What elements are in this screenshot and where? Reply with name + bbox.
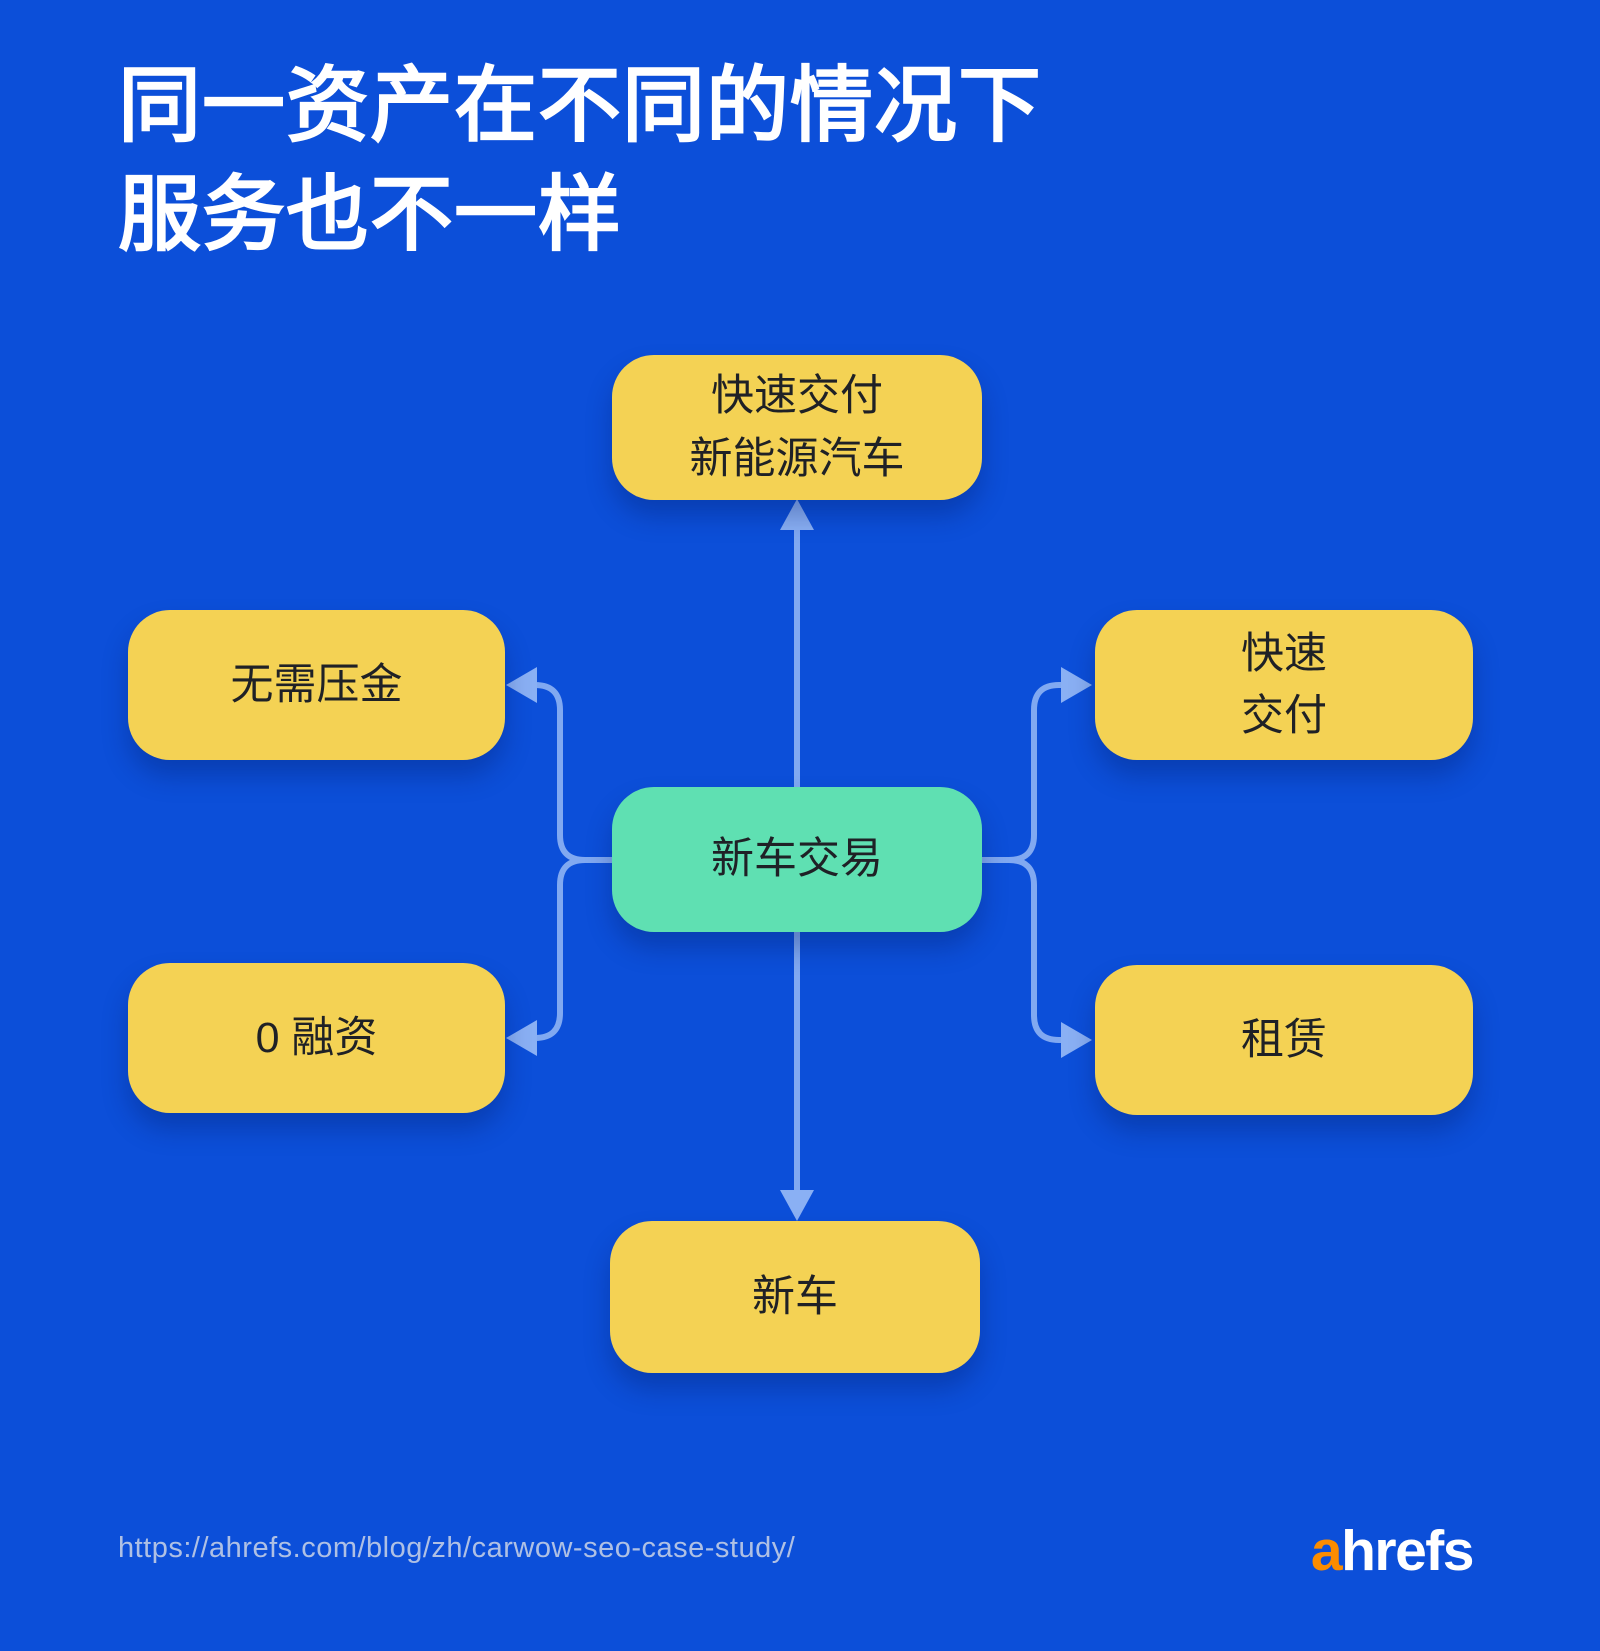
node-no-deposit: 无需压金 <box>128 610 505 760</box>
node-label: 租赁 <box>1241 1015 1327 1064</box>
ahrefs-logo: ahrefs <box>1310 1518 1475 1584</box>
node-new-car: 新车 <box>610 1221 980 1373</box>
node-zero-financing: 0 融资 <box>128 963 505 1113</box>
title-line-1: 同一资产在不同的情况下 <box>118 59 1042 152</box>
arrowhead-top-icon <box>780 499 814 530</box>
arrowhead-right-top-icon <box>1061 667 1092 703</box>
ahrefs-logo-rest: hrefs <box>1341 1519 1474 1583</box>
page-title: 同一资产在不同的情况下 服务也不一样 <box>118 52 1042 269</box>
node-new-car-trading: 新车交易 <box>612 787 982 932</box>
node-fast-delivery-nev: 快速交付 新能源汽车 <box>612 355 982 500</box>
connector-left-bottom <box>526 857 612 1041</box>
node-label: 新车 <box>752 1272 838 1321</box>
node-label: 新车交易 <box>711 835 883 884</box>
connector-right-top <box>982 682 1068 863</box>
arrowhead-left-top-icon <box>506 667 537 703</box>
node-label: 0 融资 <box>255 1013 378 1062</box>
node-label: 快速 交付 <box>1241 629 1327 740</box>
connector-left-top <box>526 682 612 863</box>
node-fast-delivery: 快速 交付 <box>1095 610 1473 760</box>
connector-right-bottom <box>982 857 1068 1043</box>
node-label: 快速交付 新能源汽车 <box>689 372 905 483</box>
node-label: 无需压金 <box>230 660 403 709</box>
source-url: https://ahrefs.com/blog/zh/carwow-seo-ca… <box>118 1532 796 1564</box>
arrowhead-left-bottom-icon <box>506 1020 537 1056</box>
arrowhead-right-bottom-icon <box>1061 1022 1092 1058</box>
arrowhead-bottom-icon <box>780 1190 814 1221</box>
ahrefs-logo-a: a <box>1310 1519 1343 1583</box>
node-leasing: 租赁 <box>1095 965 1473 1115</box>
title-line-2: 服务也不一样 <box>118 167 622 261</box>
